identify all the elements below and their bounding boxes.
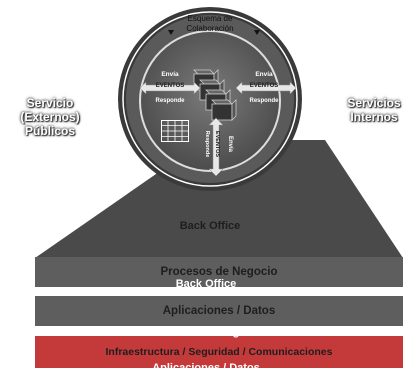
- overlay-aplicaciones: Aplicaciones / Datos: [152, 362, 260, 374]
- aplicaciones-band: Aplicaciones / Datos: [35, 296, 403, 326]
- table-grid-icon: [161, 120, 189, 142]
- overlay-procesos: Procesos de Negocio: [150, 326, 262, 338]
- infraestructura-band-label: Infraestructura / Seguridad / Comunicaci…: [105, 346, 333, 358]
- circle-title-line1: Esquema de: [187, 14, 233, 23]
- procesos-band: Procesos de Negocio: [35, 257, 403, 287]
- right-arrow-top-label: Envía: [255, 71, 273, 78]
- infraestructura-band: Infraestructura / Seguridad / Comunicaci…: [35, 336, 403, 368]
- external-services-line1: Servicio: [26, 96, 74, 110]
- cube-stack-icon: [193, 69, 237, 121]
- left-events-arrow: [140, 82, 200, 94]
- circle-title-line2: Colaboración: [186, 24, 234, 33]
- internal-services-line1: Servicios: [347, 96, 401, 110]
- right-events-arrow: [236, 82, 296, 94]
- bottom-arrow-left-label: Responde: [204, 130, 210, 158]
- external-services-line3: Públicos: [24, 124, 75, 138]
- external-services-label: Servicio (Externos) Públicos: [10, 96, 90, 138]
- right-arrow-middle-label: EVENTOS: [249, 83, 279, 89]
- left-arrow-bottom-label: Responde: [155, 98, 185, 104]
- bottom-events-arrow: [209, 118, 223, 176]
- internal-services-label: Servicios Internos: [336, 96, 412, 124]
- left-arrow-middle-label: EVENTOS: [155, 83, 185, 89]
- left-arrow-top-label: Envía: [161, 71, 179, 78]
- right-arrow-bottom-label: Responde: [249, 98, 279, 104]
- bottom-arrow-middle-label: EVENTOS: [214, 130, 220, 158]
- procesos-band-label: Procesos de Negocio: [160, 266, 278, 278]
- internal-services-line2: Internos: [350, 110, 398, 124]
- overlay-back-office: Back Office: [175, 278, 237, 290]
- bottom-arrow-right-label: Envía: [227, 135, 233, 152]
- circle-title: Esquema de Colaboración: [160, 14, 260, 34]
- aplicaciones-band-label: Aplicaciones / Datos: [162, 305, 276, 317]
- back-office-label: Back Office: [179, 220, 241, 232]
- external-services-line2: (Externos): [20, 110, 80, 124]
